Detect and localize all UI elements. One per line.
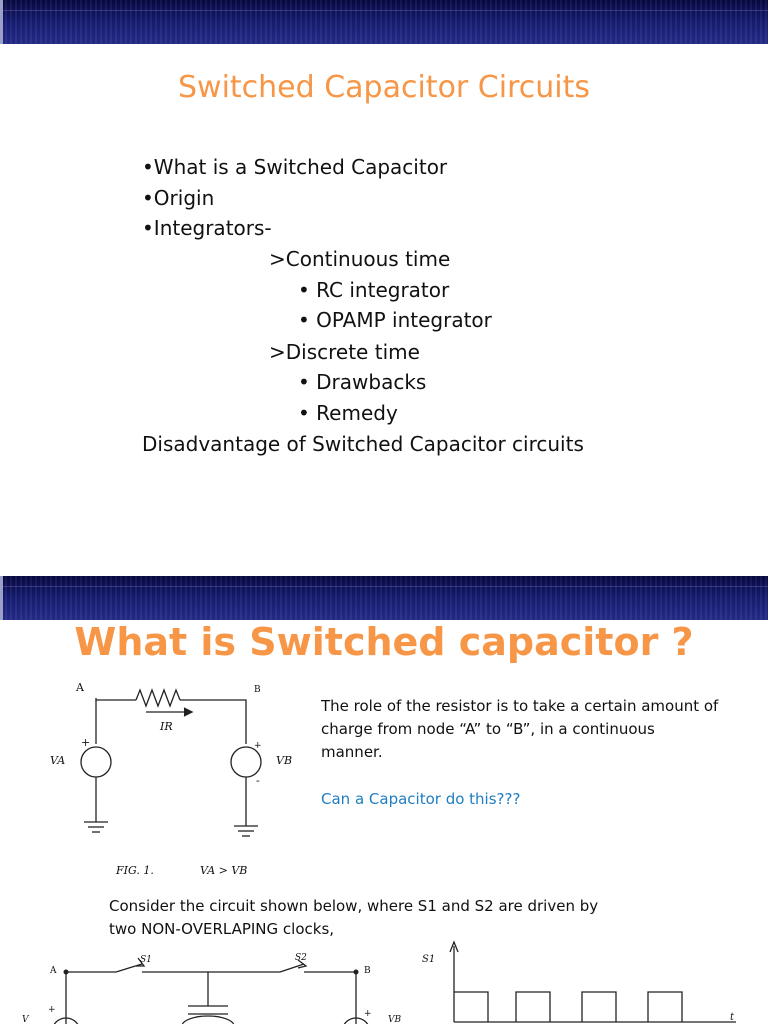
slide-1-title: Switched Capacitor Circuits [178,70,590,105]
capacitor-question: Can a Capacitor do this??? [321,790,521,808]
bullet-item: >Continuous time [269,247,451,271]
fig1-node-a-label: A [75,681,85,694]
clock-t-axis-label: t [730,1012,735,1023]
fig2-s1-label: S1 [140,955,152,965]
bullet-item: • OPAMP integrator [298,308,492,332]
fig2-node-a-label: A [49,966,57,976]
s1-clock-waveform: S1 t [422,940,736,1023]
slide-1-header-banner [0,0,768,44]
fig1-condition: VA > VB [200,864,247,876]
fig2-vb-label: VB [388,1015,401,1024]
slide-2-header-banner [0,576,768,620]
fig1-caption: FIG. 1. [115,864,154,876]
fig2-v-label: V [22,1015,30,1024]
fig1-current-label: IR [159,720,173,733]
consider-circuit-paragraph: Consider the circuit shown below, where … [109,897,599,938]
bullet-item: •What is a Switched Capacitor [142,155,448,179]
slide-1: Switched Capacitor Circuits •What is a S… [0,0,768,456]
fig1-resistor-circuit-diagram: A B IR VA VB + + - FIG. 1. VA > VB [50,681,292,876]
bullet-item: • Drawbacks [298,370,427,394]
fig1-minus-right: - [256,774,260,787]
bullet-item: • RC integrator [298,278,450,302]
fig2-s2-label: S2 [295,953,307,963]
clock-s1-label: S1 [422,954,435,965]
fig2-plus-right: + [364,1009,372,1019]
bullet-item: • Remedy [298,401,398,425]
slide-2-title: What is Switched capacitor ? [74,620,694,664]
fig1-node-b-label: B [254,685,261,695]
fig2-switched-capacitor-circuit: A B S1 S2 + + V VB [22,953,401,1024]
resistor-role-paragraph: The role of the resistor is to take a ce… [321,697,719,761]
bullet-item: >Discrete time [269,340,420,364]
fig2-plus-left: + [48,1005,56,1015]
fig1-va-label: VA [50,754,65,767]
slide-2: What is Switched capacitor ? [0,576,768,1024]
fig2-node-b-label: B [364,966,371,976]
fig1-plus-left: + [81,736,90,749]
fig1-plus-right: + [254,741,262,751]
bullet-item: Disadvantage of Switched Capacitor circu… [142,432,584,456]
bullet-item: •Origin [142,186,215,210]
fig1-vb-label: VB [276,754,292,767]
bullet-item: •Integrators- [142,216,272,240]
